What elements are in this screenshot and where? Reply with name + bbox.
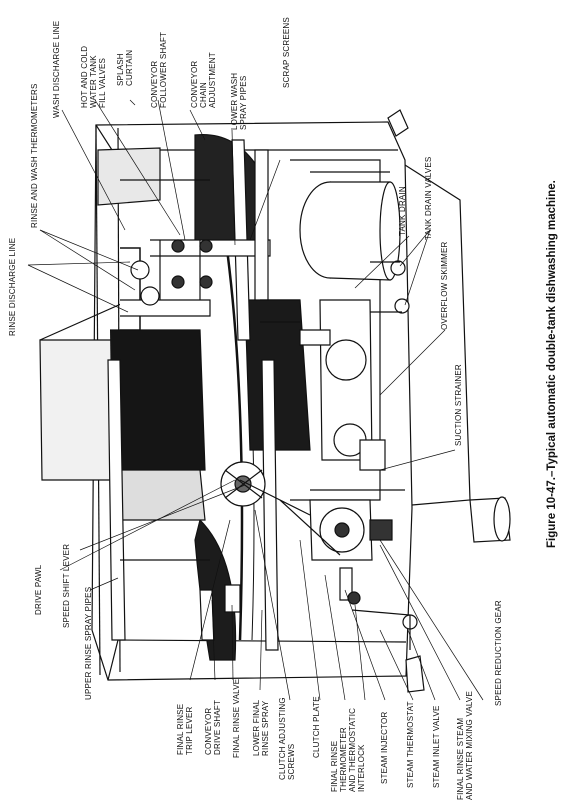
label-suction-strainer: SUCTION STRAINER <box>454 364 463 446</box>
leader-line <box>129 99 136 106</box>
label-speed-shift-lever: SPEED SHIFT LEVER <box>62 543 71 628</box>
leader-line <box>249 159 281 241</box>
label-final-rinse-valve: FINAL RINSE VALVE <box>232 678 241 758</box>
leader-line <box>379 539 484 701</box>
fill-valve <box>171 239 185 253</box>
leg <box>405 655 425 693</box>
wash-thermometer <box>140 286 160 306</box>
final-rinse-valve <box>224 584 241 613</box>
label-tank-drain: TANK DRAIN <box>398 186 407 236</box>
leader-line <box>61 109 126 231</box>
conveyor-drive-shaft <box>199 589 215 641</box>
leg-foot-pad <box>493 496 511 542</box>
leader-line <box>231 129 236 246</box>
leader-line <box>189 519 231 681</box>
splash-curtain-panel <box>97 147 161 206</box>
leader-line <box>157 99 186 241</box>
leader-line <box>211 599 216 681</box>
overflow-skimmer <box>299 329 331 346</box>
label-wash-discharge-line: WASH DISCHARGE LINE <box>52 20 61 118</box>
leader-line <box>89 577 119 591</box>
label-lower-wash-spray-pipes: LOWER WASH SPRAY PIPES <box>230 72 248 130</box>
leader-line <box>39 229 139 271</box>
label-tank-drain-valves: TANK DRAIN VALVES <box>424 156 433 240</box>
leader-line <box>299 539 321 701</box>
leader-line <box>344 589 386 701</box>
leader-line <box>259 609 263 691</box>
leader-line <box>324 574 346 701</box>
label-final-rinse-steam-mixing: FINAL RINSE STEAM AND WATER MIXING VALVE <box>456 690 474 800</box>
leader-line <box>379 329 446 396</box>
tank-drain-valve <box>394 298 410 314</box>
label-clutch-plate: CLUTCH PLATE <box>312 696 321 758</box>
wash-discharge-pipe <box>120 299 211 317</box>
pump-impeller <box>325 339 367 381</box>
leader-line <box>379 629 414 701</box>
label-steam-inlet-valve: STEAM INLET VALVE <box>432 705 441 788</box>
leader-line <box>27 264 129 313</box>
label-steam-injector: STEAM INJECTOR <box>380 711 389 784</box>
label-conveyor-follower-shaft: CONVEYOR FOLLOWER SHAFT <box>150 31 168 108</box>
label-final-rinse-trip-lever: FINAL RINSE TRIP LEVER <box>176 703 194 755</box>
leader-line <box>379 544 461 701</box>
rinse-thermometer <box>130 260 150 280</box>
leader-line <box>354 604 366 701</box>
label-hot-cold-fill-valves: HOT AND COLD WATER TANK FILL VALVES <box>80 45 107 108</box>
rinse-discharge-pipe <box>120 247 141 331</box>
scrap-screen <box>254 149 269 301</box>
leader-line <box>94 99 181 236</box>
mixing-valve <box>369 519 393 541</box>
label-steam-thermostat: STEAM THERMOSTAT <box>406 701 415 788</box>
label-conveyor-chain-adjustment: CONVEYOR CHAIN ADJUSTMENT <box>190 52 217 108</box>
label-rinse-wash-thermometers: RINSE AND WASH THERMOMETERS <box>30 83 39 228</box>
machine-frame <box>91 121 413 681</box>
label-splash-curtain: SPLASH CURTAIN <box>116 49 134 86</box>
leg <box>387 109 409 137</box>
label-lower-final-rinse-spray: LOWER FINAL RINSE SPRAY <box>252 699 270 756</box>
label-drive-pawl: DRIVE PAWL <box>34 564 43 615</box>
leader-line <box>79 484 246 551</box>
label-conveyor-drive-shaft: CONVEYOR DRIVE SHAFT <box>204 699 222 755</box>
leader-line <box>254 509 291 701</box>
leader-line <box>379 449 456 471</box>
label-rinse-discharge-line: RINSE DISCHARGE LINE <box>8 237 17 336</box>
fill-valve <box>199 275 213 289</box>
leader-line <box>59 479 236 571</box>
label-final-rinse-thermo-interlock: FINAL RINSE THERMOMETER AND THERMOSTATIC… <box>330 707 366 792</box>
leader-line <box>399 229 431 267</box>
leader-line <box>231 604 234 681</box>
suction-strainer <box>359 439 386 471</box>
leader-line <box>189 109 206 141</box>
fill-valve <box>171 275 185 289</box>
leader-line <box>407 629 436 701</box>
label-speed-reduction-gear: SPEED REDUCTION GEAR <box>494 600 503 706</box>
figure-caption: Figure 10-47.–Typical automatic double-t… <box>546 180 558 548</box>
label-scrap-screens: SCRAP SCREENS <box>282 17 291 88</box>
label-overflow-skimmer: OVERFLOW SKIMMER <box>440 241 449 330</box>
leader-line <box>27 261 131 266</box>
leader-line <box>354 235 410 289</box>
upper-rinse-spray-pipe <box>107 359 126 641</box>
tank-drain-valve <box>390 260 406 276</box>
leader-line <box>39 229 136 291</box>
lower-final-rinse-pipe <box>261 359 279 651</box>
label-upper-rinse-spray-pipes: UPPER RINSE SPRAY PIPES <box>84 586 93 700</box>
leader-line <box>404 229 431 306</box>
label-clutch-adjusting-screws: CLUTCH ADJUSTING SCREWS <box>278 697 296 780</box>
fill-valve <box>199 239 213 253</box>
